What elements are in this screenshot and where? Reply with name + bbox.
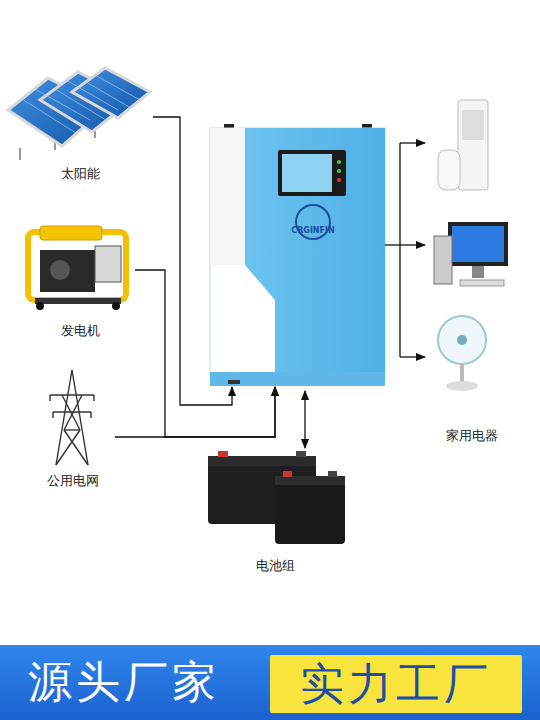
connector [115,387,275,437]
solar-panels [8,68,150,160]
connector [135,270,275,437]
connector-line [304,391,305,448]
generator-node: 发电机 [20,215,140,340]
banner-band: 源头厂家实力工厂 [0,645,540,720]
connector-line [153,117,232,405]
inverter-node: CRGINFIN [210,128,385,385]
node-label: 发电机 [20,322,140,340]
connector-line [400,244,425,245]
connector-line [135,270,275,437]
connector [385,143,425,357]
appliances [434,100,508,391]
solar-node: 太阳能 [5,65,155,183]
generator [28,226,126,310]
banner-box: 实力工厂 [270,655,522,713]
connector-line [400,356,425,357]
connector [153,117,232,405]
node-label: 源头厂家 [28,655,220,709]
connector-line [115,387,275,437]
connector [305,391,306,448]
connector-line [399,143,400,357]
node-label: CRGINFIN [273,226,353,235]
node-label: 电池组 [195,557,355,575]
appliance-node: 家用电器 [422,95,522,445]
power-tower [50,370,94,465]
node-label: 家用电器 [422,427,522,445]
node-label: 太阳能 [5,165,155,183]
connector-line [400,142,425,143]
inverter-body [210,124,385,386]
node-label: 实力工厂 [270,655,522,713]
grid-node: 公用电网 [30,365,115,490]
battery-node: 电池组 [195,450,355,575]
batteries [208,451,345,544]
connector-line [385,244,400,245]
node-label: 公用电网 [30,472,115,490]
